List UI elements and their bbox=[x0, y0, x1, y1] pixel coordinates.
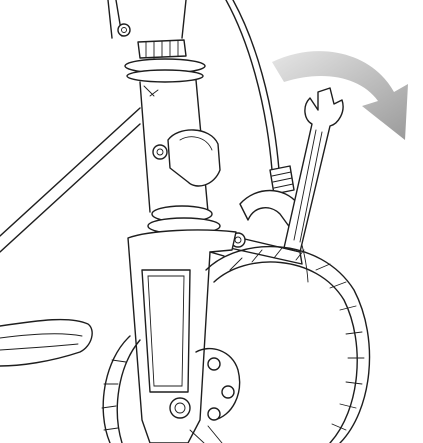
front-fork bbox=[127, 229, 237, 443]
front-wheel bbox=[101, 245, 371, 443]
wheel-hub bbox=[169, 347, 241, 443]
steering-stem bbox=[107, 0, 221, 235]
rotation-arrow-icon bbox=[272, 51, 408, 140]
wrench-icon bbox=[283, 87, 344, 253]
cable-adjuster bbox=[269, 165, 295, 195]
clamp-knob bbox=[152, 129, 221, 187]
scooter-frame bbox=[0, 107, 141, 367]
